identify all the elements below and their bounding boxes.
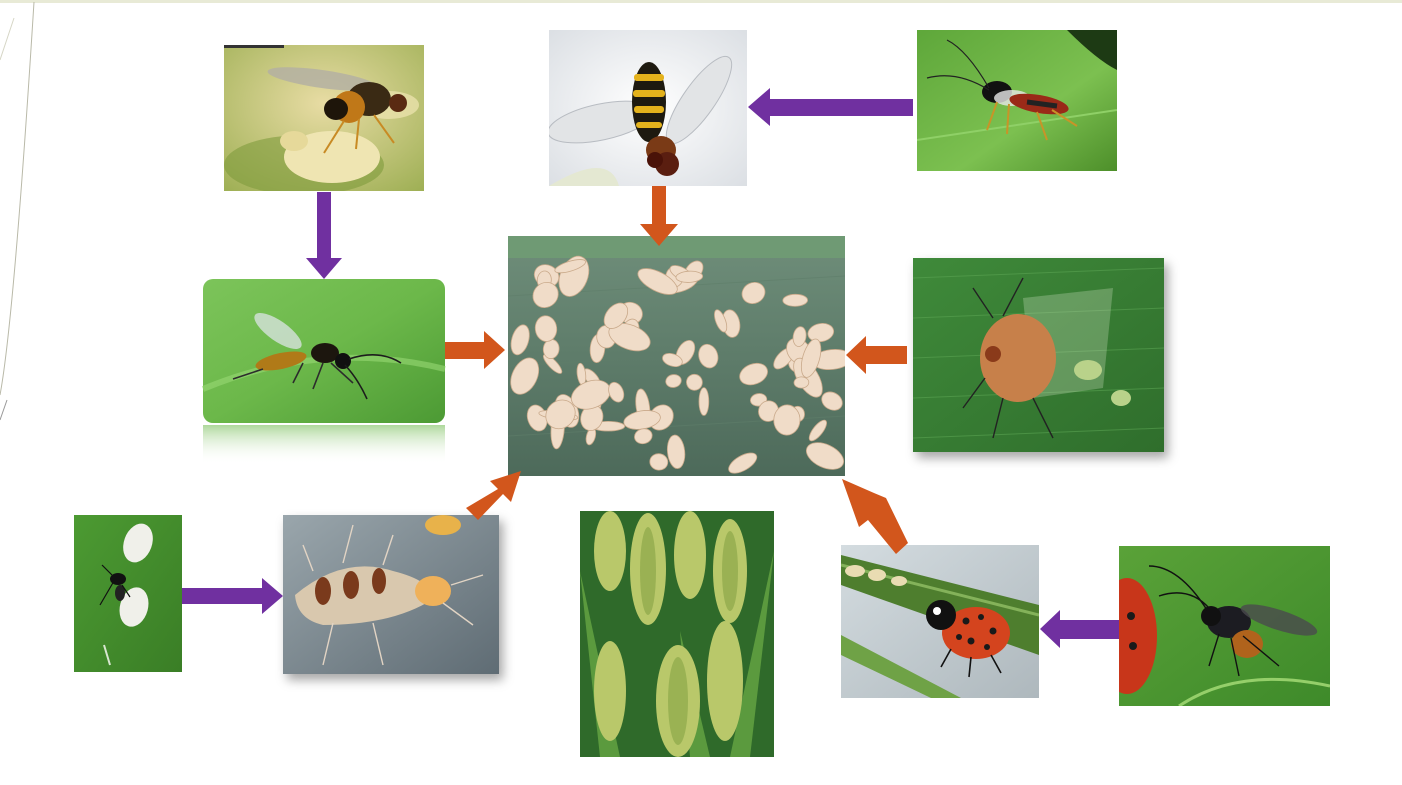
- arrow-wasp-to-braconid: [306, 192, 342, 279]
- arrow-ladybird-to-aphids: [842, 479, 908, 554]
- arrow-eggwasp-to-lacewing: [182, 578, 283, 614]
- arrow-hoverfly-to-aphids: [640, 186, 678, 246]
- arrow-ichneumon-to-hoverfly: [748, 88, 913, 126]
- arrow-braconid-to-aphids: [445, 331, 505, 369]
- hyperparasitoid-arrows: [182, 88, 1119, 648]
- arrow-lacewing-to-aphids: [466, 471, 521, 520]
- arrow-wingedaphid-to-aphids: [846, 336, 907, 374]
- natural-enemy-arrows: [445, 186, 908, 554]
- arrow-ladybirdwasp-to-ladybird: [1040, 610, 1119, 648]
